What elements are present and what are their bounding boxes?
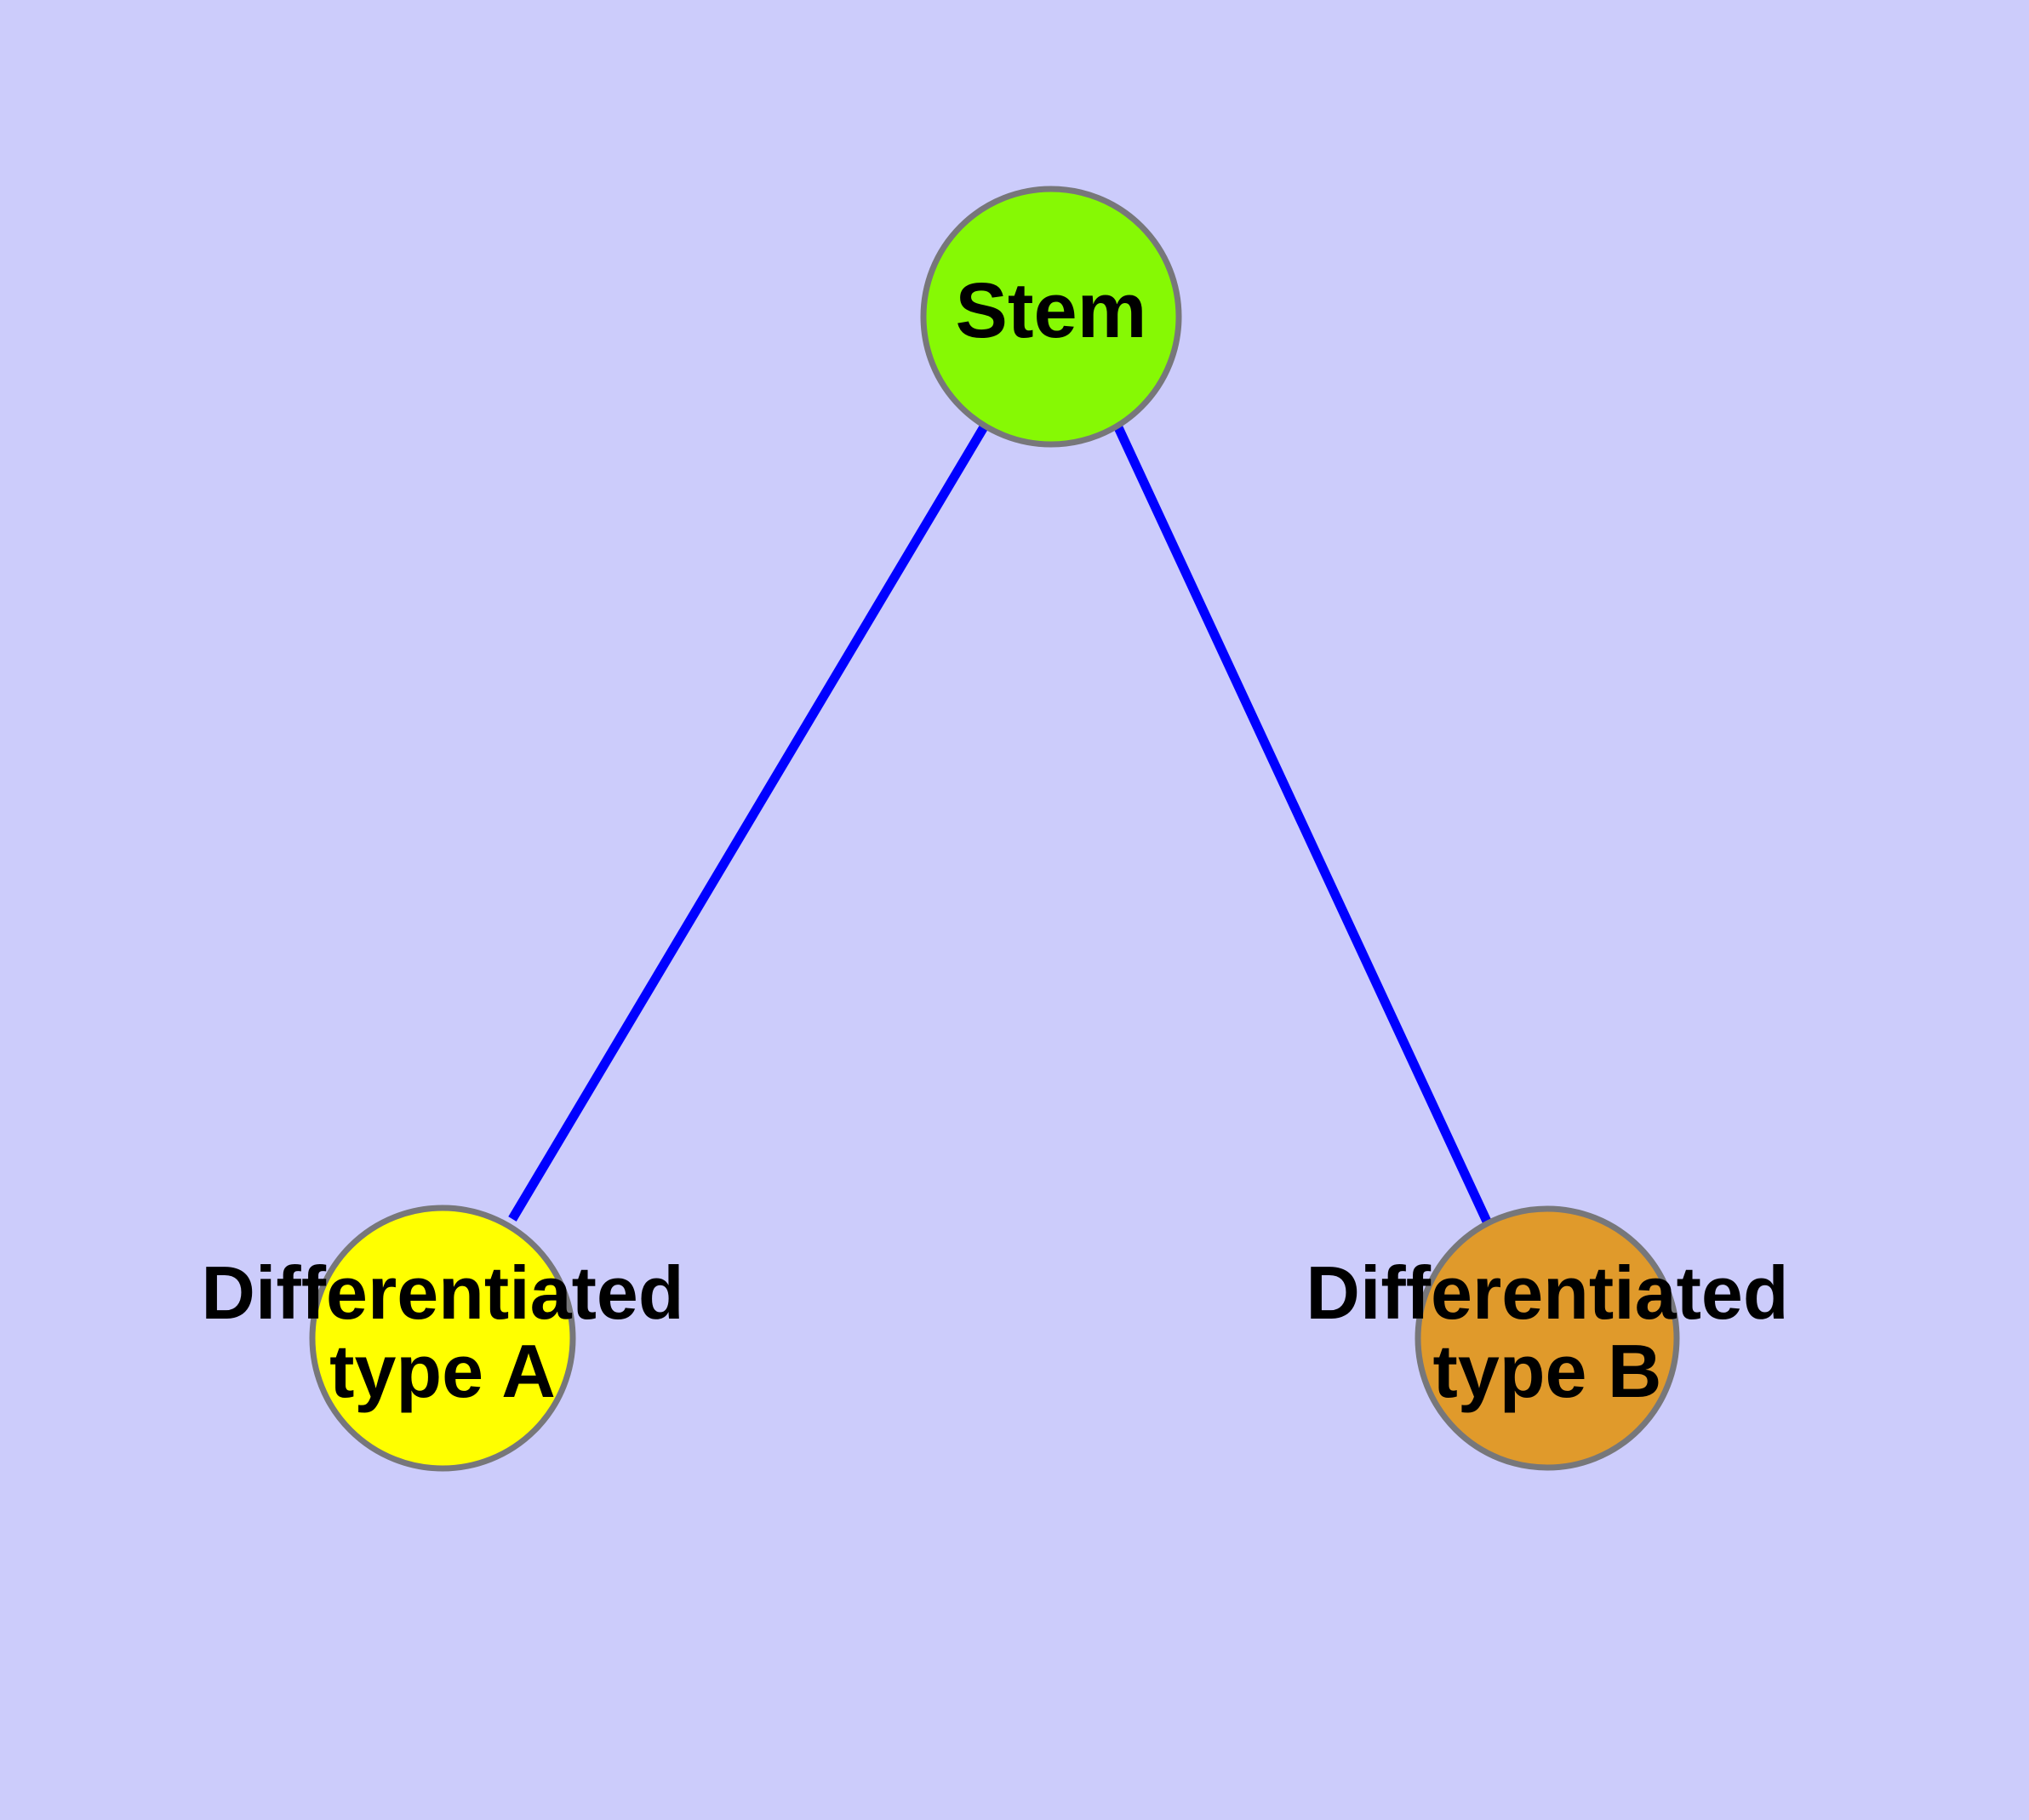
graph-edge-stem-to-diff-a[interactable] bbox=[508, 423, 989, 1222]
node-label-stem: Stem bbox=[956, 267, 1147, 354]
node-label-line: type A bbox=[329, 1329, 556, 1413]
node-label-line: Stem bbox=[956, 267, 1147, 354]
edges-layer bbox=[508, 423, 1492, 1226]
node-label-line: Differentiated bbox=[201, 1251, 683, 1335]
node-label-line: Differentiated bbox=[1306, 1251, 1788, 1335]
node-circle-stem[interactable] bbox=[920, 186, 1182, 448]
graph-edge-stem-to-diff-b[interactable] bbox=[1113, 423, 1492, 1226]
graph-node-stem[interactable]: Stem bbox=[920, 186, 1182, 448]
node-label-line: type B bbox=[1433, 1329, 1662, 1413]
node-circle-diff-a[interactable] bbox=[309, 1205, 576, 1472]
node-circle-diff-b[interactable] bbox=[1415, 1205, 1680, 1471]
